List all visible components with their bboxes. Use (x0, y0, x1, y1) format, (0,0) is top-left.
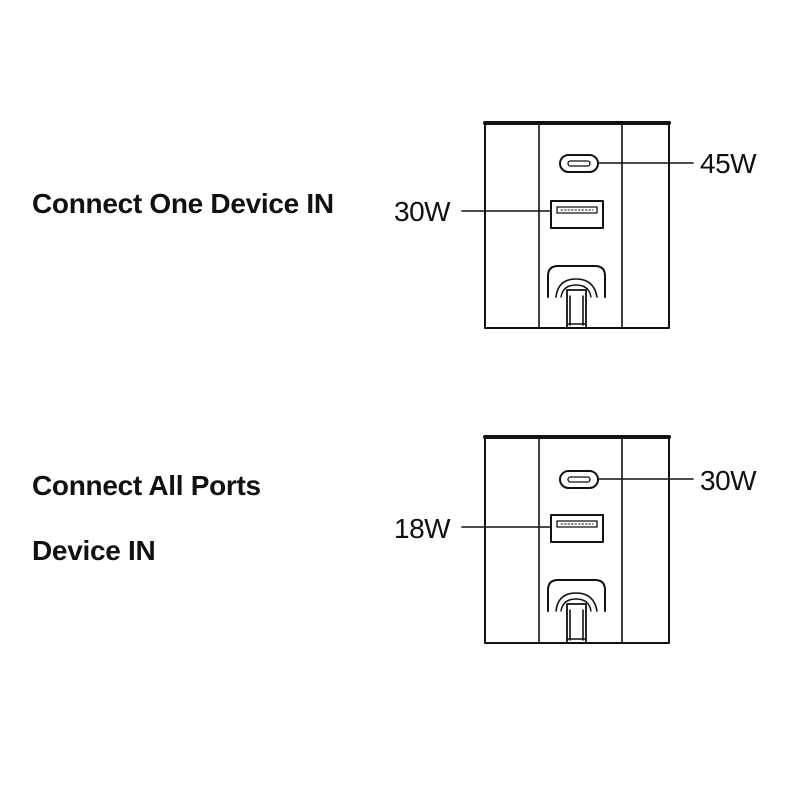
usb-a-port-icon (550, 200, 604, 229)
usb-a-port-icon (550, 514, 604, 543)
usb-c-port-icon (559, 154, 599, 173)
usb-a-wattage-label-single: 30W (394, 196, 451, 227)
usb-a-wattage-label-all: 18W (394, 513, 451, 544)
all-ports-heading-line1: Connect All Ports (32, 470, 261, 501)
charger-top (461, 121, 694, 329)
usb-c-wattage-label-single: 45W (700, 148, 757, 179)
plug-prong-icon (547, 265, 606, 329)
usb-c-wattage-label-all: 30W (700, 465, 757, 496)
usb-c-port-icon (559, 470, 599, 489)
charger-body (484, 435, 670, 644)
charger-bottom (461, 435, 694, 644)
single-device-heading: Connect One Device IN (32, 188, 334, 219)
plug-prong-icon (547, 579, 606, 644)
charger-body (484, 121, 670, 329)
all-ports-heading-line2: Device IN (32, 535, 156, 566)
